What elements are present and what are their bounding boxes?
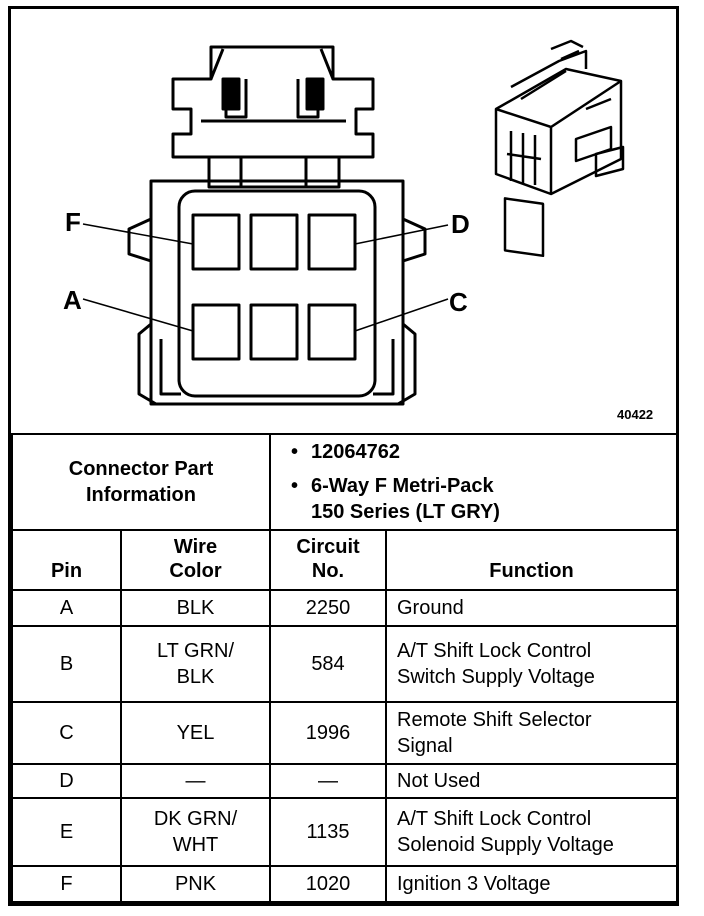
bullet-icon: • (291, 475, 299, 497)
wire-color-cell: LT GRN/BLK (120, 625, 271, 703)
pin-cell: C (11, 701, 122, 765)
leader-c (354, 298, 449, 332)
pin-label-a: A (63, 285, 82, 315)
latch-outline (171, 45, 375, 189)
connector-description-1: 6-Way F Metri-Pack (311, 475, 494, 497)
connector-info-label: Connector Part Information (11, 433, 271, 531)
table-header-row: Pin Wire Color Circuit No. Function (11, 529, 678, 591)
connector-info-values: • 12064762 • 6-Way F Metri-Pack 150 Series… (269, 433, 678, 531)
circuit-cell: 1020 (269, 865, 387, 903)
pin-cell: F (11, 865, 122, 903)
cavity-b (249, 303, 299, 361)
table-row: E DK GRN/WHT 1135 A/T Shift Lock Control… (11, 797, 678, 867)
leader-a (82, 298, 194, 332)
connector-face-drawing (82, 39, 625, 406)
wire-color-cell: DK GRN/WHT (120, 797, 271, 867)
wire-color-cell: — (120, 763, 271, 799)
circuit-cell: 1996 (269, 701, 387, 765)
circuit-cell: 2250 (269, 589, 387, 627)
latch-inner (201, 48, 346, 187)
pin-label-f: F (65, 207, 81, 237)
connector-diagram: F D A C 40422 (11, 9, 676, 433)
header-function: Function (385, 529, 678, 591)
part-number: 12064762 (311, 441, 400, 463)
wire-color-cell: YEL (120, 701, 271, 765)
cavity-f (191, 213, 241, 271)
function-cell: Ignition 3 Voltage (385, 865, 678, 903)
connector-info-row: Connector Part Information • 12064762 • 6-… (11, 433, 678, 531)
wire-color-cell: PNK (120, 865, 271, 903)
connector-sheet: F D A C 40422 Connector Part Information… (8, 6, 679, 906)
leader-d (354, 224, 449, 245)
pin-label-d: D (451, 209, 470, 239)
pin-cell: E (11, 797, 122, 867)
cavity-e (249, 213, 299, 271)
figure-number: 40422 (617, 407, 654, 422)
face-outline (177, 189, 377, 398)
header-circuit: Circuit No. (269, 529, 387, 591)
table-row: D — — Not Used (11, 763, 678, 799)
pin-label-c: C (449, 287, 468, 317)
circuit-cell: 584 (269, 625, 387, 703)
header-wire-color: Wire Color (120, 529, 271, 591)
cavity-c (307, 303, 357, 361)
circuit-cell: — (269, 763, 387, 799)
bullet-icon: • (291, 441, 299, 463)
connector-isometric (494, 39, 625, 258)
table-row: F PNK 1020 Ignition 3 Voltage (11, 865, 678, 903)
pinout-table: Connector Part Information • 12064762 • 6-… (11, 433, 678, 903)
function-cell: Ground (385, 589, 678, 627)
table-row: A BLK 2250 Ground (11, 589, 678, 627)
connector-description-2: 150 Series (LT GRY) (311, 501, 500, 523)
pin-cell: A (11, 589, 122, 627)
header-pin: Pin (11, 529, 122, 591)
circuit-cell: 1135 (269, 797, 387, 867)
leader-f (82, 223, 194, 245)
cavity-d (307, 213, 357, 271)
pin-cell: D (11, 763, 122, 799)
function-cell: Not Used (385, 763, 678, 799)
pin-cell: B (11, 625, 122, 703)
wire-color-cell: BLK (120, 589, 271, 627)
cavity-a (191, 303, 241, 361)
housing-outline (149, 179, 405, 406)
